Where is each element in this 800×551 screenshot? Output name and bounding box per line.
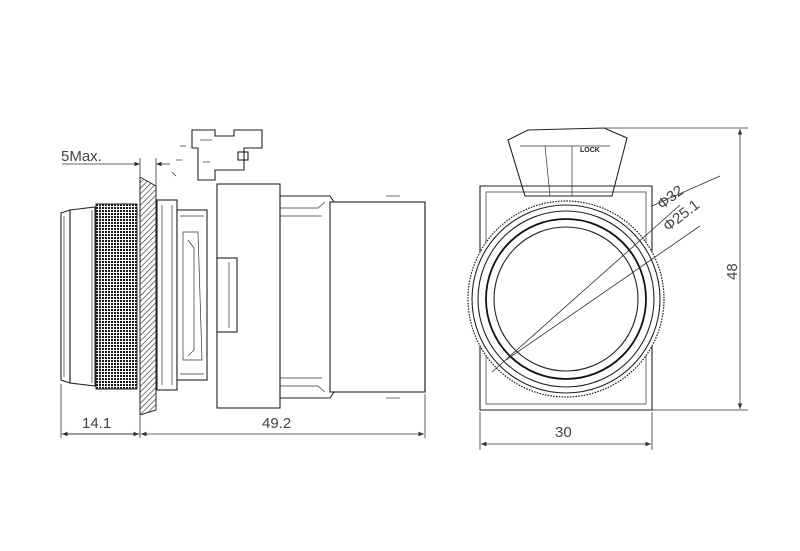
height-label: 48 <box>724 263 741 280</box>
mounting-nut <box>156 199 208 391</box>
knurled-bezel <box>95 203 138 390</box>
contact-latch <box>171 129 263 181</box>
dim-width: 30 <box>479 412 653 450</box>
button-face <box>493 226 639 372</box>
button-cap <box>60 206 96 387</box>
front-view: LOCK Φ32 Φ25.1 48 <box>467 127 748 450</box>
contact-block <box>279 195 426 399</box>
lock-tab: LOCK <box>507 127 628 197</box>
dim-height: 48 <box>604 127 748 411</box>
dim-max-offset: 5Max. <box>61 148 170 186</box>
lock-mark: LOCK <box>580 147 600 154</box>
body-depth-label: 49.2 <box>262 415 291 432</box>
dim-side-depths: 14.1 49.2 <box>60 384 426 438</box>
max-offset-label: 5Max. <box>61 148 102 165</box>
side-view: 5Max. 14.1 49.2 <box>60 129 426 438</box>
width-label: 30 <box>555 424 572 441</box>
mounting-panel <box>139 176 157 416</box>
bezel-ring-outer <box>467 200 665 398</box>
adapter-block <box>216 183 281 409</box>
front-depth-label: 14.1 <box>82 415 111 432</box>
